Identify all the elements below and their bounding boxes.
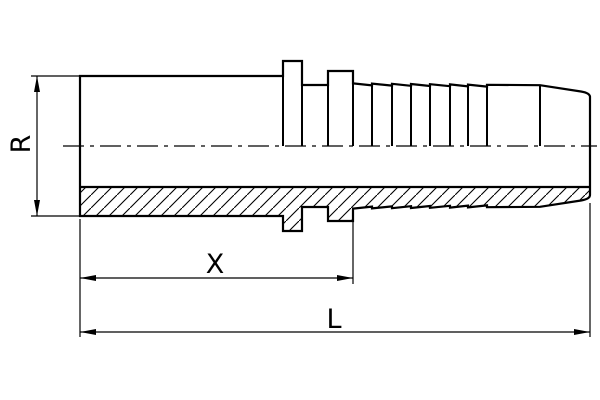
dimension-x-label: X <box>206 249 225 280</box>
x-arrowhead-left <box>80 275 96 281</box>
barb-edge-lines <box>282 61 541 146</box>
section-hatching <box>80 187 590 231</box>
dimension-x: X <box>79 212 354 337</box>
r-arrowhead-top <box>34 76 40 92</box>
l-arrowhead-left <box>80 329 96 335</box>
dimension-r: R <box>6 75 80 217</box>
dimension-l-label: L <box>326 304 341 335</box>
r-arrowhead-bottom <box>34 200 40 216</box>
dimension-r-label: R <box>6 135 37 154</box>
dimension-l: L <box>80 203 591 337</box>
l-arrowhead-right <box>574 329 590 335</box>
x-arrowhead-right <box>337 275 353 281</box>
